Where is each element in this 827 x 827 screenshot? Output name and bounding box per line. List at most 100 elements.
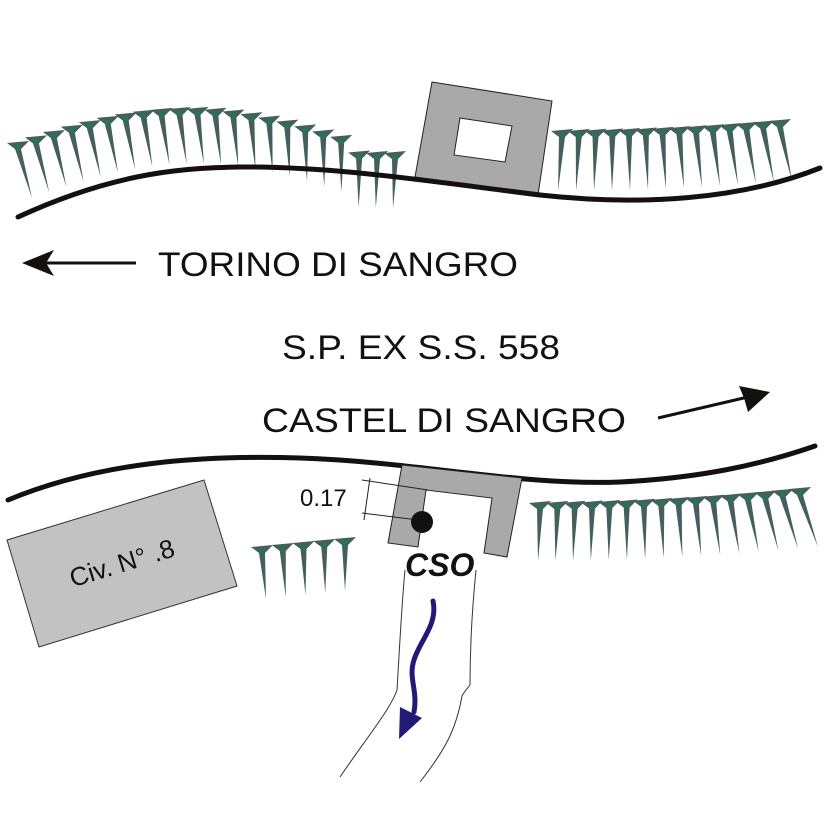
tree-symbol-accent xyxy=(760,123,766,129)
tree-symbol-accent xyxy=(762,493,768,499)
tree-symbol-accent xyxy=(576,132,582,138)
tree-symbol xyxy=(615,499,638,560)
tree-symbol xyxy=(737,492,759,553)
tree-symbol-accent xyxy=(177,110,183,116)
tree-symbol-accent xyxy=(392,154,398,160)
tree-symbol-accent xyxy=(266,119,272,125)
tree-symbol-accent xyxy=(141,113,147,119)
tree-symbol-accent xyxy=(33,138,39,144)
tree-symbol xyxy=(529,501,551,561)
tree-symbol xyxy=(719,493,742,554)
tree-symbol-accent xyxy=(728,496,734,502)
tree-symbol xyxy=(294,124,317,182)
tree-symbol xyxy=(735,121,758,184)
tree-symbol-accent xyxy=(624,502,630,508)
tree-symbol-accent xyxy=(69,128,75,134)
tree-symbol-accent xyxy=(626,131,632,137)
tree-symbol xyxy=(598,500,621,561)
direction-east: CASTEL DI SANGRO xyxy=(262,386,770,440)
tree-symbol xyxy=(650,497,673,558)
vegetation-row-top-left xyxy=(7,106,406,208)
tree-symbol-accent xyxy=(693,499,699,505)
tree-symbol xyxy=(701,124,724,187)
tree-symbol-accent xyxy=(606,503,612,509)
tree-symbol-accent xyxy=(342,540,348,546)
arrow-right-icon-shaft xyxy=(657,395,749,420)
tree-symbol-accent xyxy=(609,131,615,137)
label-cso: CSO xyxy=(405,547,474,583)
house-civic-8: Civ. N° .8 xyxy=(6,479,238,648)
flow-direction-icon xyxy=(399,598,437,739)
tree-symbol xyxy=(276,119,299,177)
tree-symbol-accent xyxy=(710,127,716,133)
dimension-line xyxy=(363,477,371,521)
tree-symbol-accent xyxy=(554,504,560,510)
vegetation-row-bottom-right xyxy=(529,487,818,561)
tree-symbol-accent xyxy=(693,128,699,134)
tree-symbol xyxy=(258,115,281,173)
road-edge-upper xyxy=(15,164,823,220)
tree-symbol xyxy=(601,128,624,191)
tree-symbol xyxy=(292,541,315,595)
tree-symbol-accent xyxy=(780,492,786,498)
tree-symbol xyxy=(668,126,691,189)
tree-symbol xyxy=(633,498,655,559)
outfall-structure-body xyxy=(387,464,523,558)
tree-symbol-accent xyxy=(159,111,165,117)
dimension-tick-bottom xyxy=(361,512,419,521)
tree-symbol xyxy=(204,107,227,165)
tree-symbol-accent xyxy=(195,110,201,116)
tree-symbol-accent xyxy=(51,133,57,139)
tree-symbol xyxy=(771,488,799,549)
tree-symbol xyxy=(563,500,586,561)
discharge-point-icon xyxy=(411,511,433,533)
tree-symbol-accent xyxy=(301,544,306,550)
top-structure xyxy=(414,81,553,196)
tree-symbol xyxy=(581,500,603,561)
tree-symbol-accent xyxy=(710,498,716,504)
tree-symbol-accent xyxy=(537,504,543,510)
tree-symbol-accent xyxy=(743,125,749,131)
top-structure-opening xyxy=(453,117,513,163)
tree-symbol-accent xyxy=(230,113,236,119)
channel-right-bank xyxy=(419,569,477,783)
tree-symbol xyxy=(718,123,741,186)
tree-symbol xyxy=(546,500,569,561)
tree-symbol xyxy=(754,490,779,551)
tree-symbol-accent xyxy=(676,129,682,135)
tree-symbol-accent xyxy=(320,132,326,138)
tree-symbol xyxy=(384,151,406,208)
tree-symbol-accent xyxy=(212,111,218,117)
house-outline xyxy=(6,479,238,648)
outfall-structure xyxy=(387,464,523,558)
tree-symbol xyxy=(651,126,674,189)
tree-symbol xyxy=(334,537,356,591)
tree-symbol xyxy=(348,150,371,208)
dimension-tick-top xyxy=(361,479,429,491)
flow-arrow-shaft xyxy=(409,598,437,715)
tree-symbol-accent xyxy=(284,123,290,129)
tree-symbol-accent xyxy=(280,546,286,552)
tree-symbol-accent xyxy=(302,127,308,133)
tree-symbol-accent xyxy=(593,132,599,138)
tree-symbol xyxy=(702,494,725,555)
label-dimension: 0.17 xyxy=(300,485,347,512)
tree-symbol xyxy=(366,151,389,208)
tree-symbol-accent xyxy=(356,153,362,159)
tree-symbol xyxy=(24,135,50,193)
label-castel: CASTEL DI SANGRO xyxy=(262,402,626,440)
vegetation-row-bottom-left xyxy=(251,537,356,599)
tree-symbol-accent xyxy=(374,154,380,160)
tree-symbol-accent xyxy=(248,115,254,121)
arrow-left-icon xyxy=(22,250,54,276)
tree-symbol-accent xyxy=(15,144,21,150)
tree-symbol-accent xyxy=(660,130,666,136)
tree-symbol xyxy=(789,487,818,547)
channel-left-bank xyxy=(339,569,406,778)
label-road-name: S.P. EX S.S. 558 xyxy=(282,329,560,367)
tree-symbol xyxy=(330,134,353,192)
tree-symbol xyxy=(168,106,191,164)
tree-symbol xyxy=(78,120,101,178)
tree-symbol-accent xyxy=(727,126,733,132)
